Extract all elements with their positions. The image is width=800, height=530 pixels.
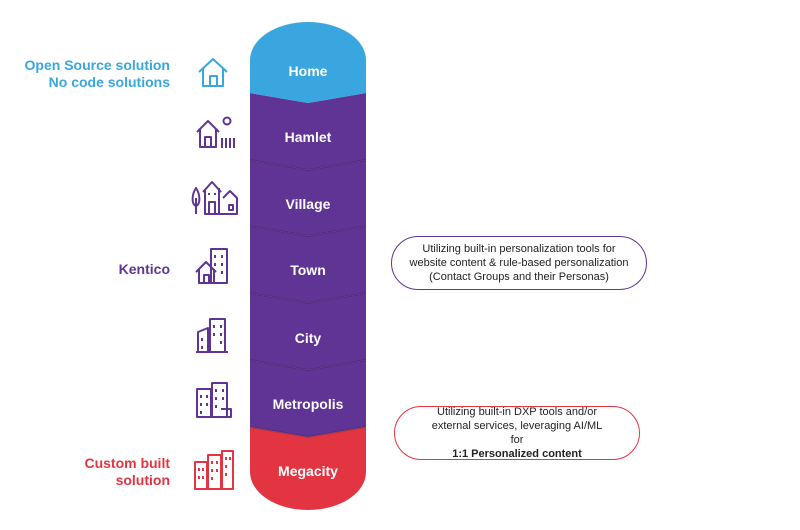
- metropolis-icon: [196, 382, 232, 418]
- custom-built-label: Custom built solution: [84, 455, 170, 488]
- hamlet-icon: [196, 116, 235, 148]
- open-source-label: Open Source solution No code solutions: [24, 57, 170, 90]
- stage-label-town: Town: [290, 262, 326, 278]
- stage-label-hamlet: Hamlet: [284, 129, 332, 145]
- segment-divider: [249, 426, 367, 439]
- stage-label-megacity: Megacity: [278, 463, 338, 479]
- stage-village: [250, 160, 366, 236]
- town-icon: [195, 248, 228, 284]
- stage-label-city: City: [294, 330, 322, 346]
- house-icon: [198, 58, 228, 87]
- stage-town: [250, 226, 366, 303]
- stage-hamlet: [250, 93, 366, 170]
- kentico-label: Kentico: [118, 261, 170, 277]
- stage-label-metropolis: Metropolis: [272, 396, 344, 412]
- stage-city: [250, 293, 366, 370]
- segment-divider: [249, 359, 367, 372]
- segment-divider: [249, 159, 367, 172]
- stage-label-village: Village: [285, 196, 331, 212]
- stage-label-home: Home: [288, 63, 328, 79]
- segment-divider: [249, 225, 367, 238]
- segment-divider: [249, 292, 367, 305]
- village-icon: [191, 181, 238, 215]
- stage-metropolis: [250, 360, 366, 437]
- megacity-icon: [194, 450, 234, 490]
- stage-megacity: [250, 427, 366, 510]
- megacity-note: Utilizing built-in DXP tools and/or exte…: [394, 406, 640, 460]
- city-icon: [196, 318, 228, 353]
- town-note: Utilizing built-in personalization tools…: [391, 236, 647, 290]
- stage-home: [250, 22, 366, 103]
